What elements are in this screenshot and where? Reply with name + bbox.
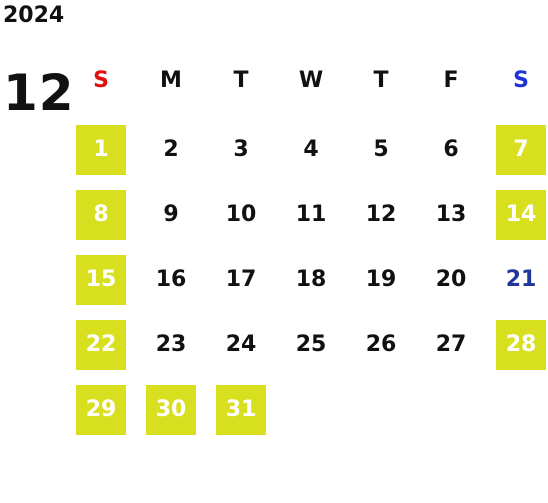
day-cell[interactable]: 5 (373, 137, 389, 162)
day-cell[interactable]: 11 (295, 202, 327, 227)
day-cell[interactable]: 24 (225, 332, 257, 357)
day-cell[interactable]: 9 (163, 202, 179, 227)
day-cell[interactable]: 16 (155, 267, 187, 292)
weekday-friday: F (443, 68, 459, 93)
day-cell[interactable]: 12 (365, 202, 397, 227)
day-cell[interactable]: 21 (505, 267, 537, 292)
month-number: 12 (3, 64, 75, 122)
weekday-thursday: T (373, 68, 389, 93)
day-cell[interactable]: 23 (155, 332, 187, 357)
day-cell[interactable]: 1 (76, 125, 126, 175)
day-cell[interactable]: 14 (496, 190, 546, 240)
day-cell[interactable]: 22 (76, 320, 126, 370)
day-cell[interactable]: 29 (76, 385, 126, 435)
weekday-wednesday: W (298, 68, 324, 93)
day-cell[interactable]: 19 (365, 267, 397, 292)
day-cell[interactable]: 25 (295, 332, 327, 357)
day-cell[interactable]: 20 (435, 267, 467, 292)
day-cell[interactable]: 6 (443, 137, 459, 162)
day-cell[interactable]: 17 (225, 267, 257, 292)
weekday-monday: M (160, 68, 182, 93)
day-cell[interactable]: 31 (216, 385, 266, 435)
calendar-grid: 1 2 3 4 5 6 7 8 9 10 11 12 13 14 15 16 1… (76, 125, 548, 445)
day-cell[interactable]: 27 (435, 332, 467, 357)
day-cell[interactable]: 7 (496, 125, 546, 175)
weekday-saturday: S (513, 68, 529, 93)
day-cell[interactable]: 15 (76, 255, 126, 305)
weekday-sunday: S (93, 68, 109, 93)
weekday-tuesday: T (233, 68, 249, 93)
day-cell[interactable]: 10 (225, 202, 257, 227)
weekday-header: S M T W T F S (76, 64, 548, 98)
year-label: 2024 (3, 3, 65, 28)
day-cell[interactable]: 18 (295, 267, 327, 292)
day-cell[interactable]: 8 (76, 190, 126, 240)
day-cell[interactable]: 4 (303, 137, 319, 162)
day-cell[interactable]: 3 (233, 137, 249, 162)
day-cell[interactable]: 2 (163, 137, 179, 162)
day-cell[interactable]: 30 (146, 385, 196, 435)
day-cell[interactable]: 26 (365, 332, 397, 357)
day-cell[interactable]: 13 (435, 202, 467, 227)
day-cell[interactable]: 28 (496, 320, 546, 370)
